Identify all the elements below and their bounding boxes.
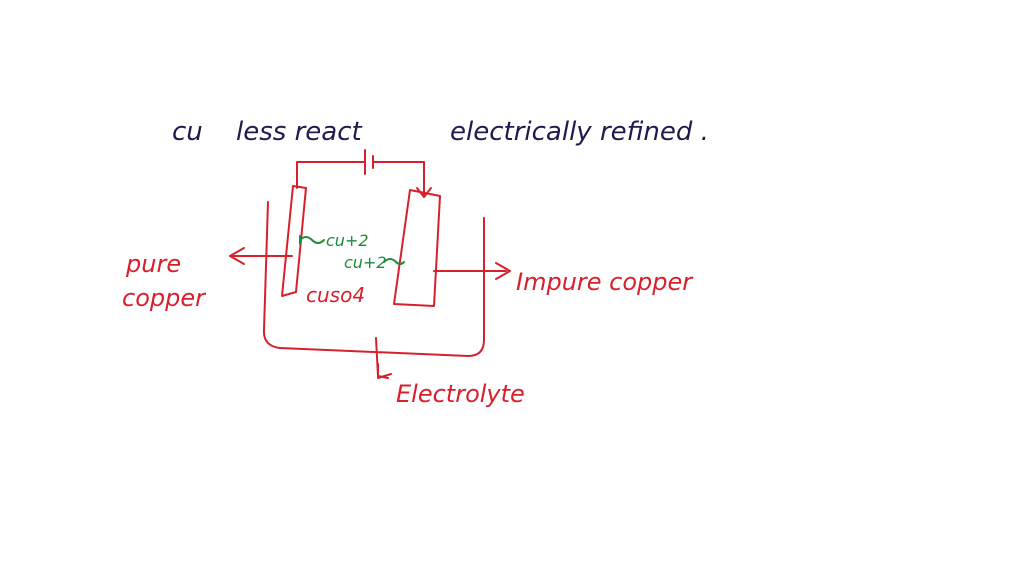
pure-copper-arrowhead <box>229 247 245 265</box>
label-impure-copper: Impure copper <box>516 268 694 296</box>
anode-impure-copper-plate <box>393 189 441 307</box>
header-less-react: less react <box>236 117 362 147</box>
header-cu: cu <box>172 117 203 147</box>
header-note: cu less react electrically refined . <box>172 117 709 147</box>
copper-ion-flow: cu+2 cu+2 <box>299 231 405 272</box>
cathode-pure-copper-plate <box>281 185 307 297</box>
electrolytic-tank <box>262 201 485 357</box>
circuit-wire <box>296 149 432 198</box>
ion-label-lower: cu+2 <box>344 253 387 272</box>
impure-copper-arrowhead <box>495 262 511 280</box>
pure-copper-pointer: pure copper <box>122 247 293 312</box>
wire-right-segment <box>372 161 425 197</box>
ion-label-upper: cu+2 <box>326 231 369 250</box>
electrolyte-arrowhead <box>377 363 392 379</box>
header-electrically-refined: electrically refined . <box>450 117 709 147</box>
label-cuso4: cuso4 <box>306 283 365 307</box>
ion-flow-squiggle-lower <box>383 258 405 265</box>
label-electrolyte: Electrolyte <box>396 380 525 408</box>
impure-copper-pointer: Impure copper <box>433 262 694 296</box>
ion-flow-squiggle-upper <box>299 236 325 244</box>
electrolyte-pointer: Electrolyte <box>375 337 525 408</box>
wire-left-segment <box>296 161 366 189</box>
label-copper: copper <box>122 284 207 312</box>
label-pure: pure <box>125 250 181 278</box>
